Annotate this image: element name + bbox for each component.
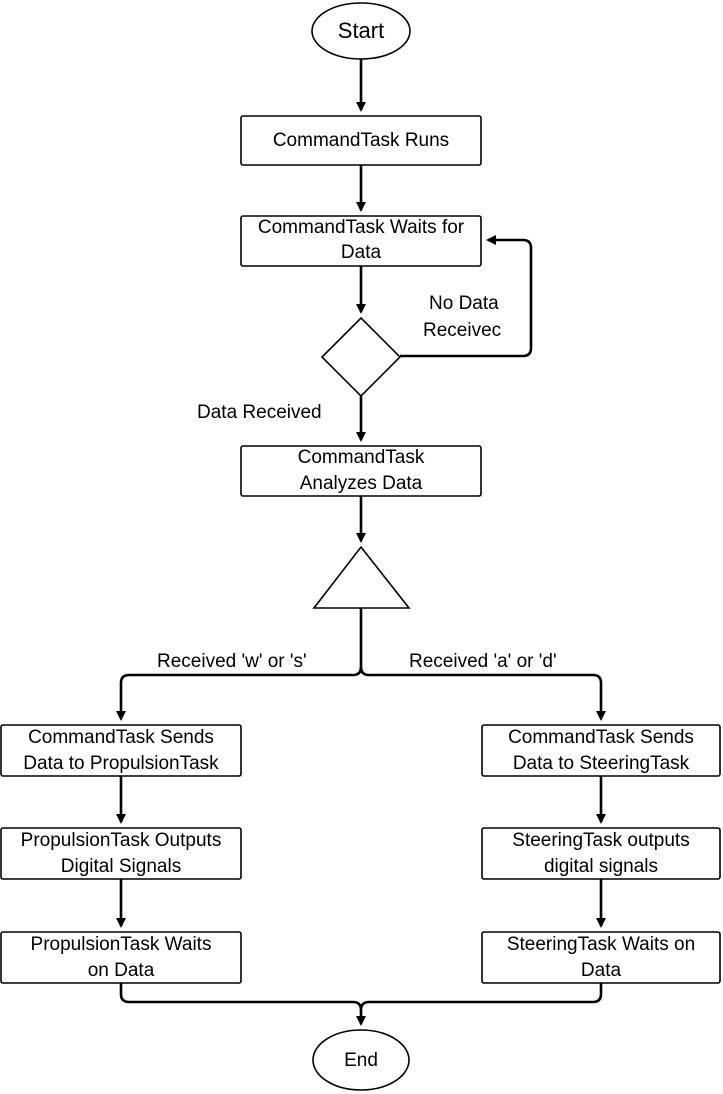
steering-waits-node: SteeringTask Waits on Data bbox=[481, 931, 721, 984]
command-waits-node: CommandTask Waits for Data bbox=[240, 215, 482, 267]
steering-waits-label-line1: SteeringTask Waits on bbox=[507, 934, 695, 955]
edge-propulsion-waits-to-end bbox=[119, 983, 366, 1026]
send-steering-node: CommandTask Sends Data to SteeringTask bbox=[481, 724, 721, 777]
propulsion-outputs-node: PropulsionTask Outputs Digital Signals bbox=[0, 827, 242, 880]
command-runs-node: CommandTask Runs bbox=[240, 115, 482, 166]
start-node: Start bbox=[311, 2, 411, 60]
data-received-label: Data Received bbox=[197, 402, 322, 423]
propulsion-outputs-label-line1: PropulsionTask Outputs bbox=[21, 830, 222, 851]
no-data-label-line1: No Data bbox=[429, 293, 499, 314]
no-data-label-line2: Receivec bbox=[423, 320, 501, 341]
send-steering-label-line1: CommandTask Sends bbox=[508, 727, 694, 748]
steering-outputs-label-line1: SteeringTask outputs bbox=[512, 830, 689, 851]
propulsion-outputs-label-line2: Digital Signals bbox=[61, 856, 181, 877]
propulsion-waits-label-line1: PropulsionTask Waits bbox=[31, 934, 212, 955]
received-ad-label: Received 'a' or 'd' bbox=[409, 651, 557, 672]
command-waits-label-line2: Data bbox=[341, 242, 382, 263]
steering-outputs-label-line2: digital signals bbox=[544, 856, 658, 877]
send-propulsion-label-line1: CommandTask Sends bbox=[28, 727, 214, 748]
edge-no-data-loop bbox=[400, 235, 533, 358]
end-label: End bbox=[344, 1050, 378, 1071]
send-propulsion-label-line2: Data to PropulsionTask bbox=[23, 753, 219, 774]
received-ws-label: Received 'w' or 's' bbox=[157, 651, 307, 672]
command-analyzes-label-line1: CommandTask bbox=[298, 447, 425, 468]
edge-steering-waits-to-end bbox=[359, 983, 603, 1011]
steering-outputs-node: SteeringTask outputs digital signals bbox=[481, 827, 721, 880]
steering-waits-label-line2: Data bbox=[581, 960, 622, 981]
command-waits-label-line1: CommandTask Waits for bbox=[258, 217, 465, 238]
command-runs-label: CommandTask Runs bbox=[273, 130, 449, 151]
propulsion-waits-label-line2: on Data bbox=[88, 960, 155, 981]
command-analyzes-label-line2: Analyzes Data bbox=[300, 473, 423, 494]
send-propulsion-node: CommandTask Sends Data to PropulsionTask bbox=[0, 724, 242, 777]
command-analyzes-node: CommandTask Analyzes Data bbox=[240, 445, 482, 497]
edge-branch-to-steering bbox=[359, 666, 606, 721]
propulsion-waits-node: PropulsionTask Waits on Data bbox=[0, 931, 242, 984]
data-check-decision bbox=[320, 316, 402, 398]
start-label: Start bbox=[338, 18, 384, 43]
send-steering-label-line2: Data to SteeringTask bbox=[513, 753, 690, 774]
end-node: End bbox=[312, 1029, 410, 1091]
flow-edges bbox=[116, 59, 606, 1026]
branch-triangle bbox=[312, 545, 411, 609]
